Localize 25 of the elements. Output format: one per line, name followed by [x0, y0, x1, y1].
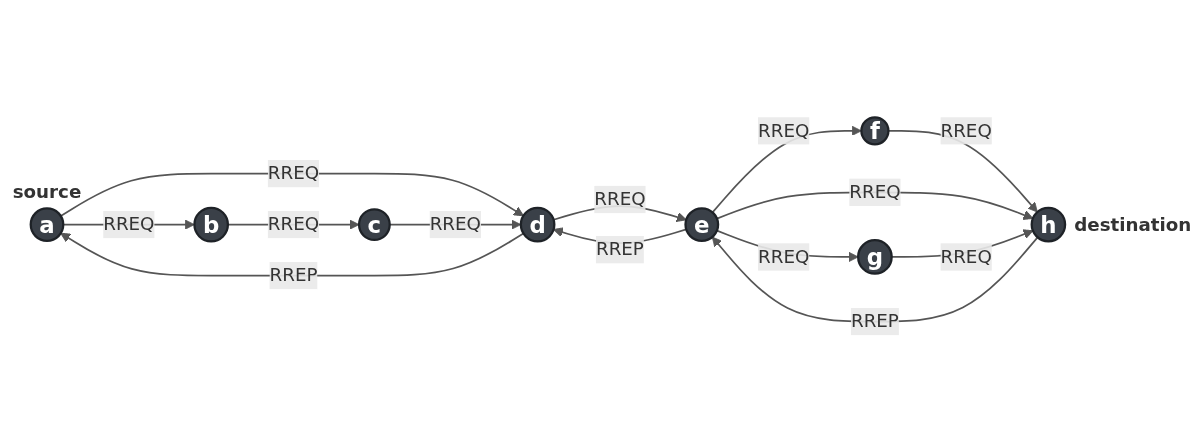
edge-label: RREQ — [267, 212, 319, 235]
edge-label: RREP — [269, 263, 317, 286]
edge-label: RREQ — [939, 118, 992, 141]
arrow — [59, 232, 524, 276]
edge-label: RREQ — [939, 245, 992, 267]
node-circle: f — [859, 115, 890, 145]
node-caption: source — [12, 180, 81, 202]
node-circle: c — [357, 207, 391, 241]
node-caption: destination — [1073, 213, 1191, 235]
edge-label: RREQ — [102, 212, 154, 235]
edge-label: RREQ — [757, 118, 809, 141]
edge-label: RREQ — [429, 212, 481, 235]
arrow — [59, 172, 524, 217]
edge-label: RREQ — [757, 245, 809, 267]
edge-label: RREP — [595, 237, 644, 260]
edge-label: RREQ — [848, 180, 901, 203]
node-circle: b — [192, 206, 229, 242]
edge-label: RREQ — [593, 187, 646, 210]
edge-label: RREP — [850, 309, 899, 332]
node-circle: a — [29, 206, 64, 242]
node-circle: g — [856, 238, 893, 275]
node-circle: h — [1030, 206, 1066, 242]
node-circle: d — [519, 206, 555, 242]
node-circle: e — [683, 206, 719, 242]
edge-label: RREQ — [267, 161, 319, 184]
